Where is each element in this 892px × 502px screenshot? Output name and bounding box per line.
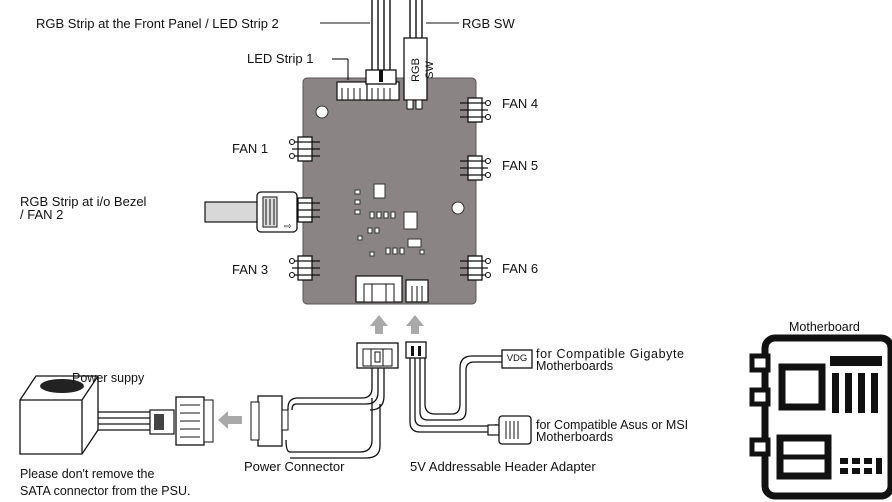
fan-2-label-line1: RGB Strip at i/o Bezel bbox=[20, 194, 147, 209]
leader-lines bbox=[320, 22, 459, 80]
arrow-left-psu bbox=[218, 411, 242, 429]
power-supply-label: Power suppy bbox=[72, 371, 145, 385]
asus-msi-label-line2: Motherboards bbox=[536, 430, 614, 444]
power-cable bbox=[285, 368, 385, 459]
fan-4-label: FAN 4 bbox=[502, 96, 539, 111]
svg-text:⇨: ⇨ bbox=[284, 222, 292, 232]
board-adapter-connector bbox=[405, 279, 429, 303]
vdg-connector bbox=[501, 349, 533, 369]
adapter-plug bbox=[405, 341, 427, 359]
led-strip-2-connector bbox=[365, 69, 400, 101]
psu-cable bbox=[98, 409, 175, 435]
psu-note-line1: Please don't remove the bbox=[20, 467, 155, 481]
power-connector bbox=[356, 342, 399, 369]
power-connector-label: Power Connector bbox=[244, 459, 345, 474]
rgb-sw-board-label: RGB SW bbox=[410, 58, 436, 82]
power-supply-unit bbox=[19, 375, 99, 455]
led-strip-1-connector bbox=[336, 81, 370, 101]
fan-3-label: FAN 3 bbox=[232, 262, 269, 277]
psu-note-line2: SATA connector from the PSU. bbox=[20, 484, 191, 498]
sata-connector bbox=[250, 395, 289, 447]
asus-msi-connector bbox=[487, 415, 532, 445]
arrow-up-power bbox=[370, 315, 388, 334]
rgb-sw-connector bbox=[403, 37, 428, 110]
vdg-label: VDG bbox=[506, 353, 528, 364]
rgb-front-panel-label: RGB Strip at the Front Panel / LED Strip… bbox=[36, 16, 279, 31]
gigabyte-label-line2: Motherboards bbox=[536, 359, 614, 373]
rgb-sw-label: RGB SW bbox=[462, 16, 515, 31]
fan-6-label: FAN 6 bbox=[502, 261, 539, 276]
asus-msi-label-line1: for Compatible Asus or MSI bbox=[536, 418, 689, 432]
motherboard-label: Motherboard bbox=[789, 320, 860, 334]
led-strip-1-label: LED Strip 1 bbox=[247, 51, 314, 66]
arrow-up-adapter bbox=[406, 315, 424, 334]
adapter-label: 5V Addressable Header Adapter bbox=[410, 459, 596, 474]
fan-1-label: FAN 1 bbox=[232, 141, 269, 156]
adapter-cable bbox=[409, 355, 502, 433]
front-panel-cable bbox=[371, 0, 423, 70]
psu-sata-connector bbox=[175, 396, 214, 446]
fan-2-label-line2: / FAN 2 bbox=[20, 207, 64, 222]
fan-5-label: FAN 5 bbox=[502, 158, 539, 173]
board-power-connector bbox=[355, 275, 403, 303]
io-bezel-cable: ⇨ bbox=[204, 191, 298, 233]
motherboard-icon bbox=[749, 334, 892, 500]
gigabyte-label-line1: for Compatible Gigabyte bbox=[536, 347, 685, 361]
controller-board bbox=[302, 77, 477, 305]
